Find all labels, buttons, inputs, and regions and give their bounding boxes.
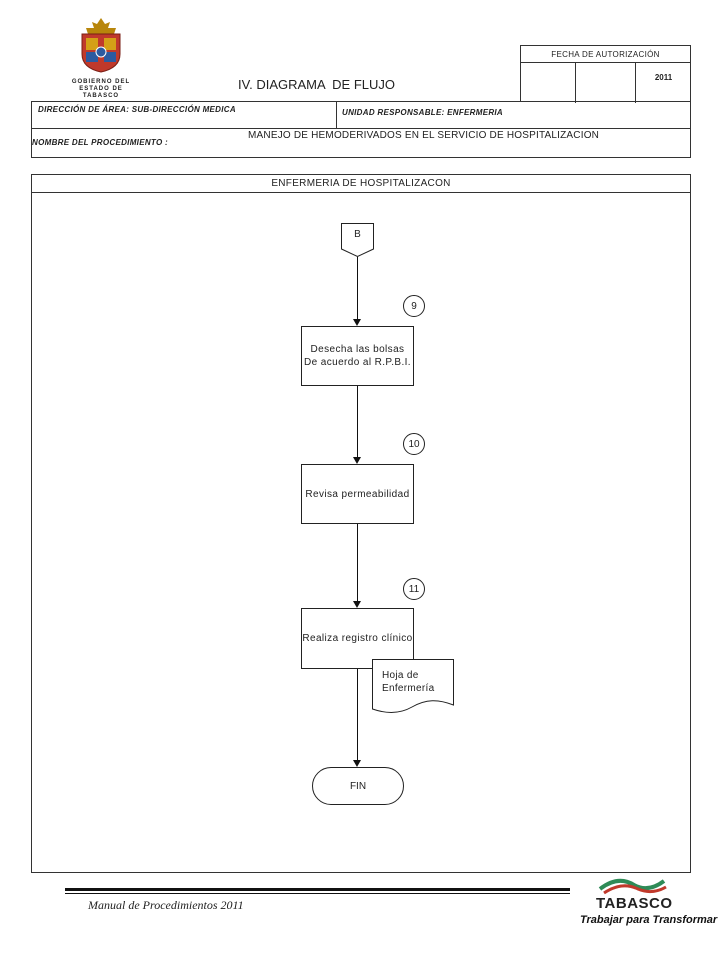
state-logo: GOBIERNO DEL ESTADO DE TABASCO <box>70 14 132 99</box>
offpage-connector: B <box>341 223 374 257</box>
end-terminator: FIN <box>312 767 404 805</box>
step-box-10: Revisa permeabilidad <box>301 464 414 524</box>
auth-date-label: FECHA DE AUTORIZACIÓN <box>551 50 660 59</box>
tabasco-brand-logo: TABASCO Trabajar para Transformar <box>580 875 717 935</box>
area-unit-row: DIRECCIÓN DE ÁREA: SUB-DIRECCIÓN MEDICA … <box>31 101 691 129</box>
arrowhead-2 <box>353 457 361 464</box>
footer-rule <box>65 888 570 891</box>
flow-line-2 <box>357 386 358 457</box>
swimlane-title: ENFERMERIA DE HOSPITALIZACON <box>271 178 451 189</box>
unit-label: UNIDAD RESPONSABLE: ENFERMERIA <box>342 108 504 117</box>
procedure-name: MANEJO DE HEMODERIVADOS EN EL SERVICIO D… <box>248 130 600 141</box>
procedure-label: NOMBRE DEL PROCEDIMIENTO : <box>32 138 168 147</box>
connector-label: B <box>354 229 361 240</box>
step-number-11: 11 <box>403 578 425 600</box>
document-label: Hoja de Enfermería <box>382 670 435 694</box>
flow-line-4 <box>357 669 358 760</box>
area-label: DIRECCIÓN DE ÁREA: SUB-DIRECCIÓN MEDICA <box>38 105 236 114</box>
brand-swoosh-icon <box>598 878 667 895</box>
flow-line-1 <box>357 257 358 319</box>
arrowhead-1 <box>353 319 361 326</box>
procedure-row: NOMBRE DEL PROCEDIMIENTO : MANEJO DE HEM… <box>31 128 691 158</box>
auth-year: 2011 <box>654 73 673 82</box>
auth-date-box: FECHA DE AUTORIZACIÓN 2011 <box>520 45 691 103</box>
step-number-9: 9 <box>403 295 425 317</box>
footer-rule-thin <box>65 893 570 894</box>
arrowhead-3 <box>353 601 361 608</box>
logo-line-3: TABASCO <box>82 93 120 99</box>
swimlane: ENFERMERIA DE HOSPITALIZACON <box>31 174 691 873</box>
brand-slogan: Trabajar para Transformar <box>580 914 718 926</box>
logo-line-2: ESTADO DE <box>79 86 123 92</box>
brand-name: TABASCO <box>596 895 673 912</box>
manual-title: Manual de Procedimientos 2011 <box>88 898 244 912</box>
document-shape: Hoja de Enfermería <box>372 659 454 715</box>
step-box-11: Realiza registro clínico <box>301 608 414 669</box>
page-title: IV. DIAGRAMA DE FLUJO <box>238 77 396 92</box>
flow-line-3 <box>357 524 358 601</box>
step-number-10: 10 <box>403 433 425 455</box>
step-box-9: Desecha las bolsas De acuerdo al R.P.B.I… <box>301 326 414 386</box>
logo-line-1: GOBIERNO DEL <box>71 79 131 85</box>
arrowhead-4 <box>353 760 361 767</box>
coat-of-arms-icon <box>81 18 121 73</box>
